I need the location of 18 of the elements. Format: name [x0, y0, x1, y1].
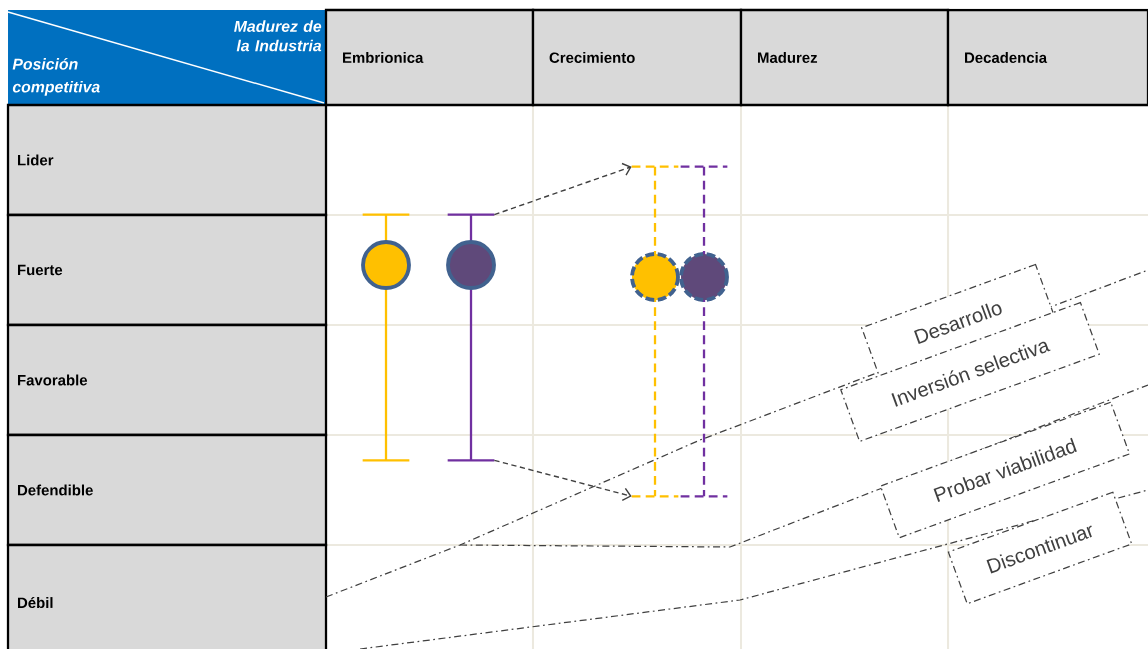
circle-marker [361, 240, 411, 290]
error-bar [630, 165, 680, 498]
column-header: Decadencia [946, 8, 1148, 107]
circle-marker [679, 252, 729, 302]
row-header: Defendible [6, 433, 328, 547]
arrow [493, 459, 632, 501]
arrow [493, 162, 632, 216]
row-header: Favorable [6, 323, 328, 437]
header-text: Madurez de la Industria [234, 20, 322, 52]
row-header: Débil [6, 543, 328, 649]
row-header: Fuerte [6, 213, 328, 327]
header-text: Posición competitiva [12, 57, 100, 96]
column-header: Madurez [739, 8, 950, 107]
circle-marker [630, 252, 680, 302]
circle-marker [446, 240, 496, 290]
column-header: Embrionica [324, 8, 535, 107]
row-header: Lider [6, 103, 328, 217]
column-header: Crecimiento [531, 8, 743, 107]
